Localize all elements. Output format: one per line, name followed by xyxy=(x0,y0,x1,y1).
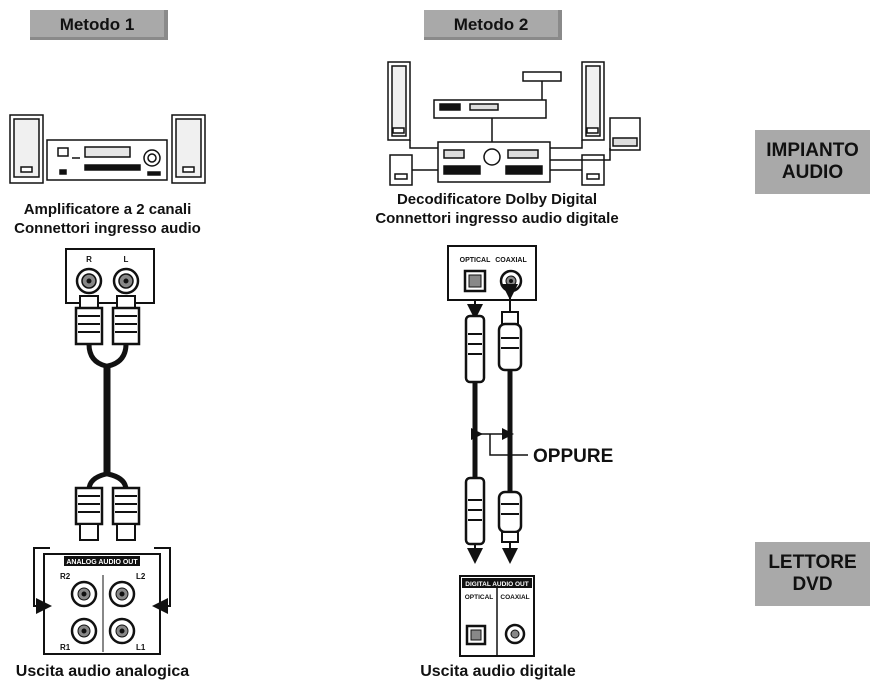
jack-r1-label: R1 xyxy=(60,643,71,652)
amplifier-caption-line1: Amplificatore a 2 canali xyxy=(23,201,192,218)
dvd-player-line2: DVD xyxy=(792,574,833,595)
optical-cable xyxy=(464,300,486,564)
digital-output-panel xyxy=(459,575,535,657)
or-label: OPPURE xyxy=(533,446,613,467)
analog-output-panel xyxy=(33,547,171,655)
digital-output-panel-label: DIGITAL AUDIO OUT xyxy=(465,581,528,588)
stereo-amplifier-illustration xyxy=(9,114,206,184)
coaxial-cable xyxy=(497,284,523,564)
output-optical-label: OPTICAL xyxy=(465,594,494,601)
audio-system-line1: IMPIANTO xyxy=(766,140,859,161)
or-indicator xyxy=(471,428,528,456)
input-l-label: L xyxy=(124,255,129,264)
decoder-caption: Decodificatore Dolby Digital Connettori … xyxy=(362,190,632,228)
dolby-decoder-illustration xyxy=(387,61,641,186)
audio-system-line2: AUDIO xyxy=(781,162,844,183)
digital-input-panel xyxy=(447,245,537,301)
analog-output-caption: Uscita audio analogica xyxy=(15,663,190,680)
method-2-tab: Metodo 2 xyxy=(424,10,562,40)
input-coaxial-label: COAXIAL xyxy=(495,257,527,264)
decoder-caption-line2: Connettori ingresso audio digitale xyxy=(375,210,619,227)
audio-system-tab: IMPIANTO AUDIO xyxy=(755,130,870,194)
jack-l2-label: L2 xyxy=(136,572,146,581)
analog-input-panel xyxy=(65,248,155,304)
jack-l1-label: L1 xyxy=(136,643,146,652)
digital-output-caption: Uscita audio digitale xyxy=(420,663,576,680)
decoder-caption-line1: Decodificatore Dolby Digital xyxy=(396,191,598,208)
amplifier-caption: Amplificatore a 2 canali Connettori ingr… xyxy=(0,200,215,238)
method-1-tab: Metodo 1 xyxy=(30,10,168,40)
dvd-player-line1: LETTORE xyxy=(768,552,857,573)
analog-output-panel-label: ANALOG AUDIO OUT xyxy=(66,559,138,566)
amplifier-caption-line2: Connettori ingresso audio xyxy=(14,220,201,237)
jack-r2-label: R2 xyxy=(60,572,71,581)
input-r-label: R xyxy=(86,255,92,264)
dvd-player-tab: LETTORE DVD xyxy=(755,542,870,606)
output-coaxial-label: COAXIAL xyxy=(500,594,529,601)
rca-stereo-cable xyxy=(74,295,141,541)
input-optical-label: OPTICAL xyxy=(460,257,491,264)
